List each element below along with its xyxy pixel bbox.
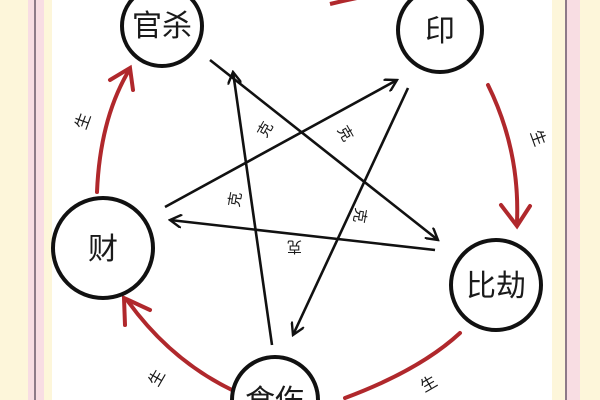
left-border-rule <box>34 0 36 400</box>
node-label-yin: 印 <box>425 14 455 49</box>
sheng-arrow-shishang-cai <box>121 294 234 392</box>
right-border-rule <box>565 0 567 400</box>
node-shishang: 食伤 <box>230 355 320 400</box>
ke-label-2: 克 <box>334 122 357 144</box>
sheng-label-bijie-shishang: 生 <box>417 372 440 396</box>
right-border-pink <box>566 0 580 400</box>
node-label-guansha: 官杀 <box>132 9 192 44</box>
node-bijie: 比劫 <box>449 238 543 332</box>
node-label-shishang: 食伤 <box>245 384 305 400</box>
sheng-arrow-yin-bijie <box>486 83 532 230</box>
sheng-arrow-cai-guansha <box>95 64 135 194</box>
node-guansha: 官杀 <box>120 0 204 68</box>
node-label-bijie: 比劫 <box>466 269 526 304</box>
sheng-arrow-guansha-yin <box>329 0 358 6</box>
ke-label-3: 克 <box>225 191 245 209</box>
ke-line-guansha-bijie <box>209 58 438 240</box>
ke-line-yin-shishang <box>293 87 410 335</box>
sheng-label-shishang-cai: 生 <box>145 366 169 389</box>
ke-label-5: 克 <box>287 238 302 256</box>
sheng-label-cai-guansha: 生 <box>71 110 94 132</box>
sheng-label-yin-bijie: 生 <box>527 127 550 149</box>
node-label-cai: 财 <box>88 232 118 267</box>
left-border-pink <box>28 0 44 400</box>
ke-line-cai-yin <box>164 80 397 209</box>
ke-label-1: 克 <box>254 119 277 141</box>
node-yin: 印 <box>396 0 484 74</box>
sheng-arrow-bijie-shishang <box>343 331 462 400</box>
node-cai: 财 <box>51 196 155 300</box>
ke-label-4: 克 <box>350 207 370 225</box>
ke-line-bijie-cai <box>170 220 436 252</box>
ke-line-shishang-guansha <box>233 72 274 346</box>
